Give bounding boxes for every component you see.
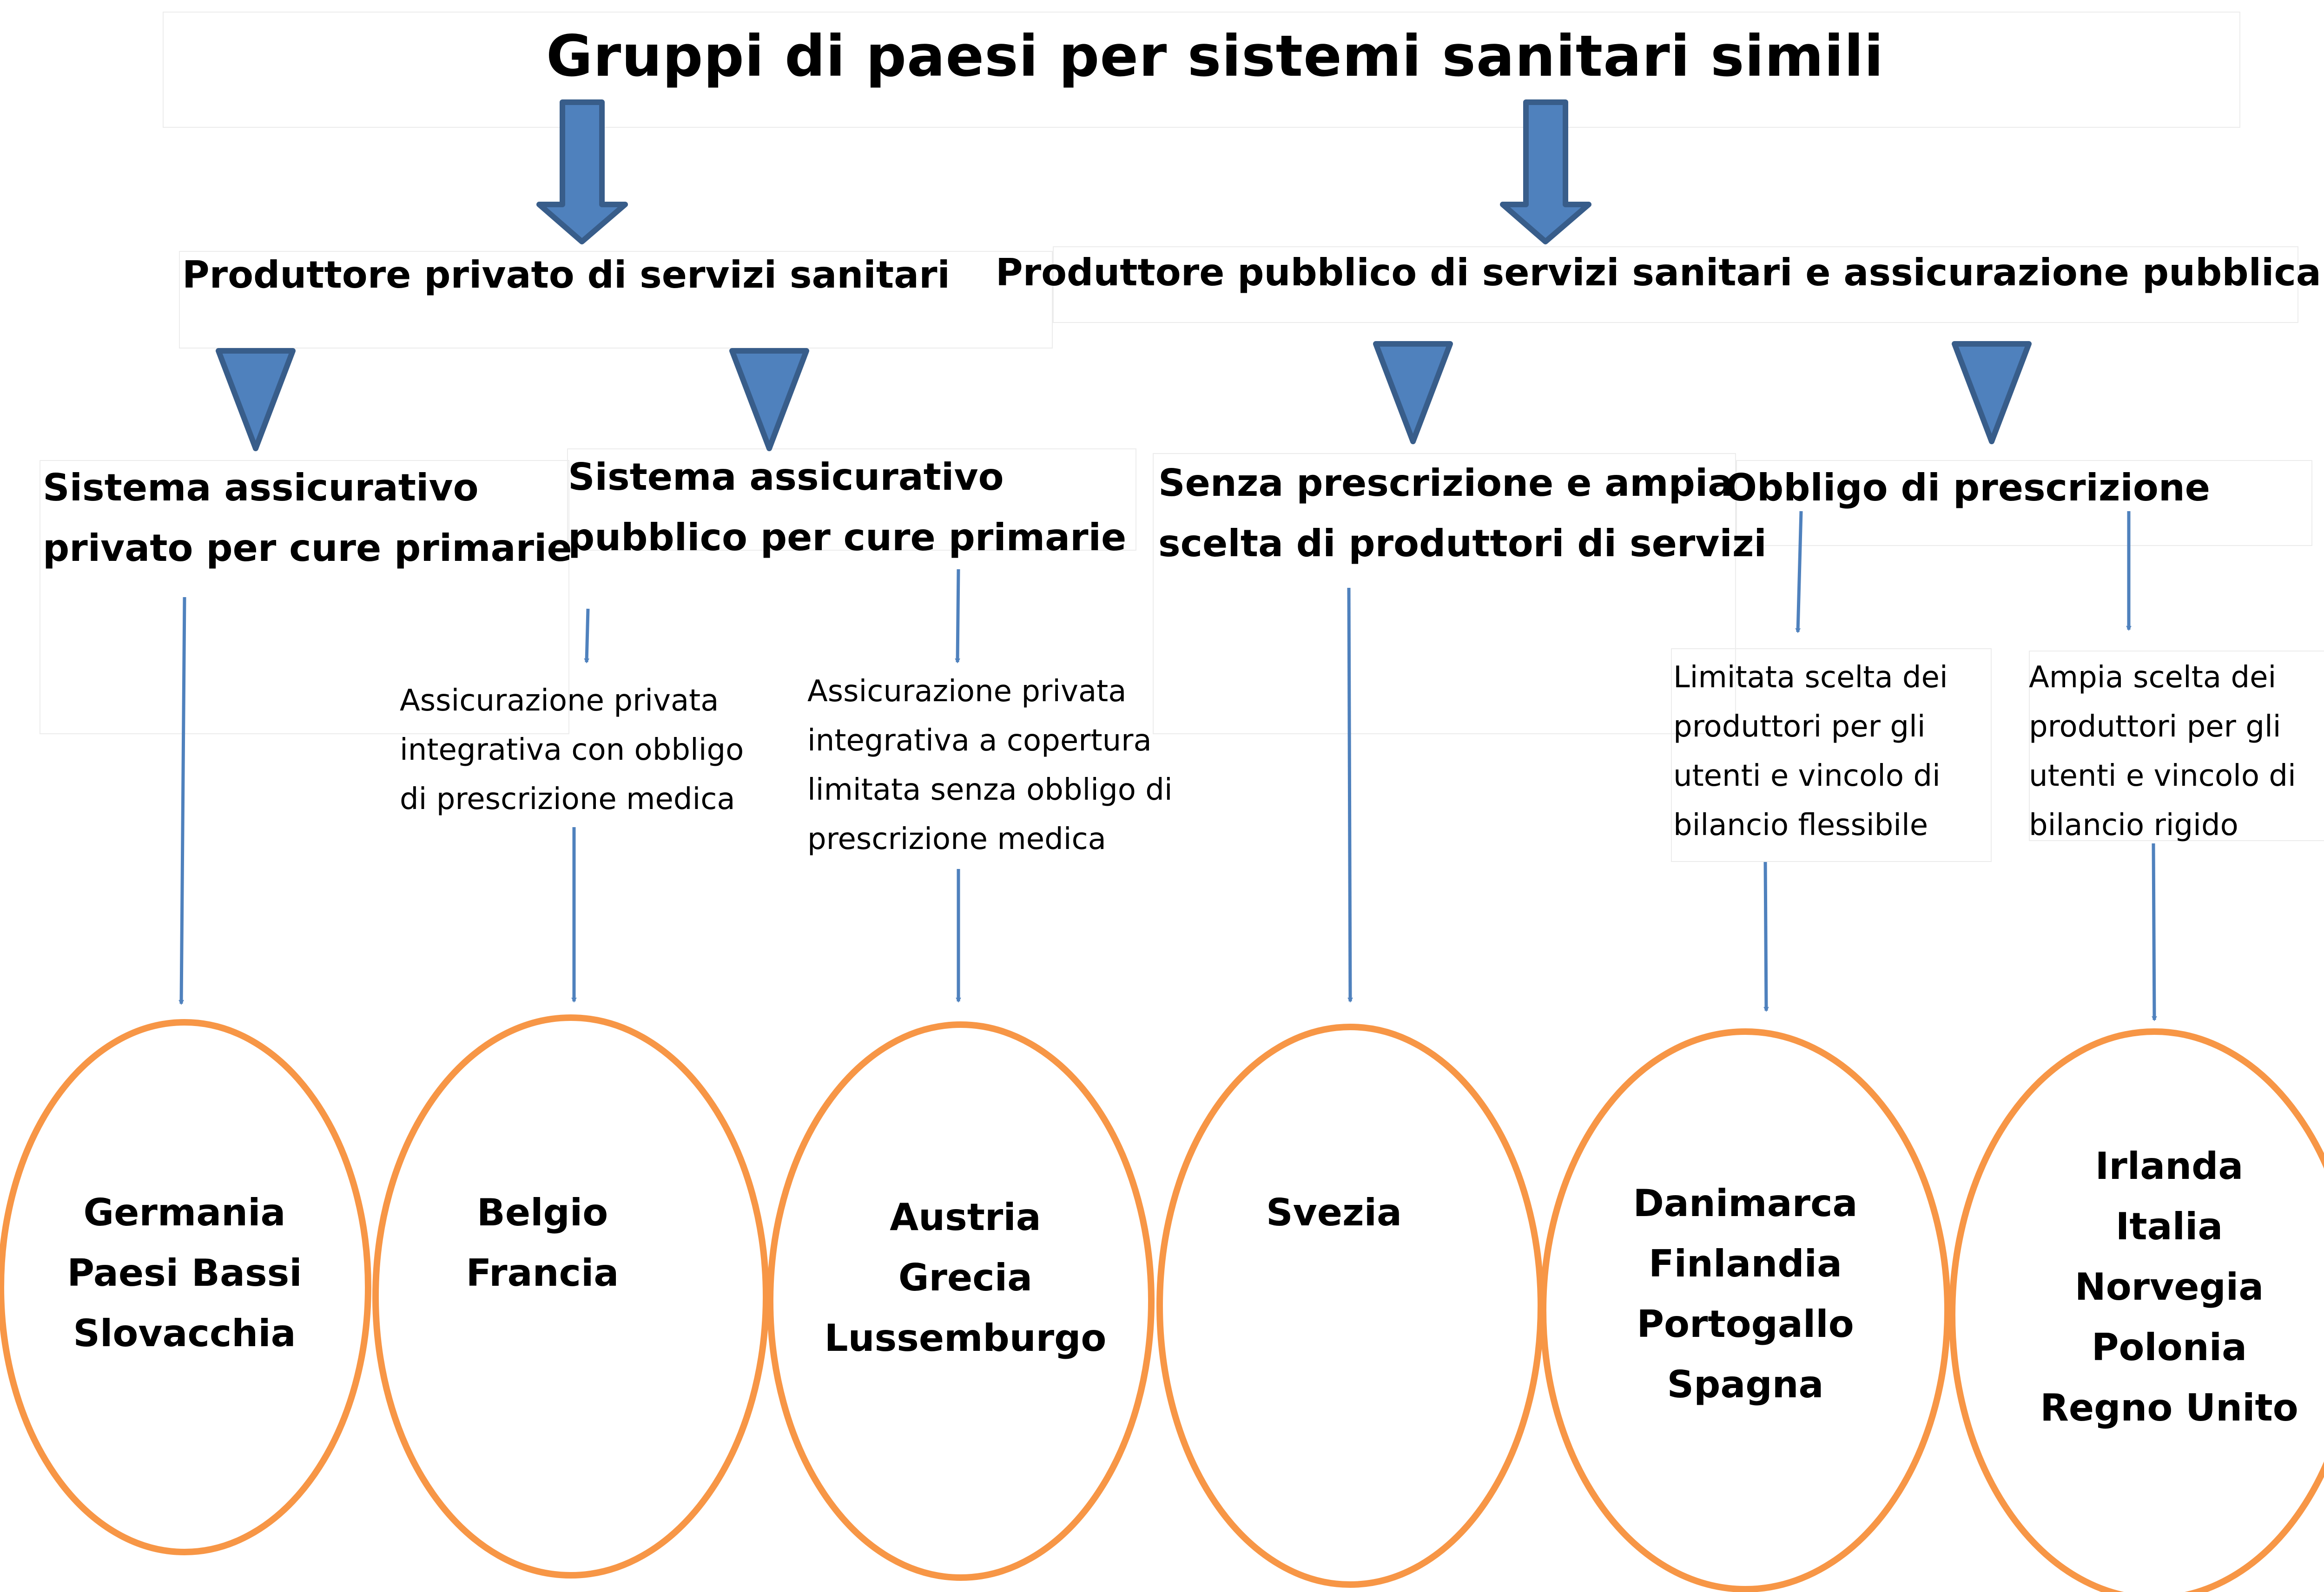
prescription-required-frame — [1736, 460, 2312, 546]
group-1-country: Germania — [83, 1191, 286, 1234]
group-2-country: Francia — [466, 1251, 619, 1295]
limited-line4: bilancio flessibile — [1673, 808, 1928, 842]
arrow-limited-to-group5 — [1763, 862, 1769, 1012]
wide-choice-text: Ampia scelta dei produttori per gli uten… — [2029, 653, 2296, 850]
limited-line1: Limitata scelta dei — [1673, 660, 1948, 695]
block-arrow-right — [1500, 99, 1591, 244]
public-producer-label: Produttore pubblico di servizi sanitari … — [996, 251, 2321, 294]
no-prescription-frame — [1153, 453, 1736, 734]
limited-line2: produttori per gli — [1673, 710, 1926, 744]
triangle-private-insurance — [216, 348, 296, 451]
supplementary-with-prescription-text: Assicurazione privata integrativa con ob… — [400, 676, 744, 824]
arrow-prescr-to-limited — [1795, 511, 1803, 633]
group-oval-5 — [1540, 1028, 1951, 1592]
group-oval-4 — [1156, 1024, 1544, 1588]
private-insurance-frame — [40, 460, 569, 734]
arrow-private-to-group1 — [178, 597, 186, 1005]
group-1-country: Slovacchia — [73, 1312, 296, 1355]
supp1-line3: di prescrizione medica — [400, 782, 735, 816]
group-3-country: Lussemburgo — [824, 1316, 1107, 1360]
group-oval-1 — [0, 1019, 371, 1555]
limited-choice-frame — [1671, 648, 1992, 862]
triangle-public-producer-left — [1373, 341, 1453, 444]
supp2-line4: prescrizione medica — [807, 822, 1106, 856]
group-5-country: Danimarca — [1633, 1182, 1858, 1225]
group-oval-2 — [372, 1014, 769, 1579]
public-insurance-frame — [567, 448, 1136, 551]
group-1-countries: Germania Paesi Bassi Slovacchia — [67, 1183, 302, 1364]
group-2-countries: Belgio Francia — [466, 1183, 619, 1303]
limited-choice-text: Limitata scelta dei produttori per gli u… — [1673, 653, 1948, 850]
supp2-line2: integrativa a copertura — [807, 724, 1152, 758]
public-insurance-label: Sistema assicurativo pubblico per cure p… — [568, 447, 1126, 568]
no-prescription-line1: Senza prescrizione e ampia — [1158, 461, 1733, 505]
arrow-wide-to-group6 — [2152, 843, 2157, 1021]
private-insurance-label: Sistema assicurativo privato per cure pr… — [43, 458, 572, 579]
private-insurance-line1: Sistema assicurativo — [43, 466, 479, 509]
no-prescription-label: Senza prescrizione e ampia scelta di pro… — [1158, 453, 1767, 574]
limited-line3: utenti e vincolo di — [1673, 759, 1941, 793]
group-6-country: Italia — [2115, 1205, 2223, 1248]
supp2-line3: limitata senza obbligo di — [807, 773, 1173, 807]
arrow-public-to-supp2 — [955, 569, 960, 664]
group-3-country: Austria — [890, 1196, 1041, 1239]
group-4-country: Svezia — [1266, 1191, 1402, 1234]
prescription-required-line1: Obbligo di prescrizione — [1725, 466, 2211, 509]
wide-line2: produttori per gli — [2029, 710, 2281, 744]
group-3-countries: Austria Grecia Lussemburgo — [825, 1187, 1107, 1368]
no-prescription-line2: scelta di produttori di servizi — [1158, 522, 1767, 565]
group-6-country: Polonia — [2091, 1326, 2247, 1369]
wide-line4: bilancio rigido — [2029, 808, 2238, 842]
wide-line3: utenti e vincolo di — [2029, 759, 2296, 793]
private-insurance-line2: privato per cure primarie — [43, 526, 572, 570]
supplementary-without-prescription-text: Assicurazione privata integrativa a cope… — [807, 667, 1173, 864]
public-insurance-line2: pubblico per cure primarie — [568, 516, 1127, 559]
public-producer-frame — [1053, 246, 2298, 323]
group-6-country: Irlanda — [2095, 1145, 2244, 1188]
block-arrow-left — [536, 99, 628, 244]
supp1-line2: integrativa con obbligo — [400, 733, 744, 767]
group-1-country: Paesi Bassi — [67, 1251, 302, 1295]
private-producer-label: Produttore privato di servizi sanitari — [182, 253, 950, 296]
private-producer-frame — [179, 251, 1053, 349]
arrow-public-to-supp1 — [584, 608, 590, 664]
group-6-country: Regno Unito — [2040, 1386, 2298, 1429]
group-4-countries: Svezia — [1266, 1183, 1402, 1243]
group-5-country: Portogallo — [1637, 1303, 1854, 1346]
title-frame — [163, 12, 2240, 128]
arrow-noprescr-to-group4 — [1347, 587, 1353, 1003]
group-5-countries: Danimarca Finlandia Portogallo Spagna — [1633, 1173, 1858, 1415]
wide-line1: Ampia scelta dei — [2029, 660, 2277, 695]
triangle-public-insurance — [729, 348, 809, 451]
group-2-country: Belgio — [476, 1191, 608, 1234]
page-title: Gruppi di paesi per sistemi sanitari sim… — [546, 23, 1884, 89]
group-oval-6 — [1949, 1028, 2324, 1592]
group-6-countries: Irlanda Italia Norvegia Polonia Regno Un… — [2040, 1136, 2298, 1438]
triangle-public-producer-right — [1952, 341, 2032, 444]
wide-choice-frame — [2029, 651, 2324, 841]
prescription-required-label: Obbligo di prescrizione — [1725, 458, 2210, 518]
group-6-country: Norvegia — [2074, 1265, 2264, 1309]
supp1-line1: Assicurazione privata — [400, 684, 719, 718]
supp2-line1: Assicurazione privata — [807, 674, 1127, 709]
public-insurance-line1: Sistema assicurativo — [568, 455, 1004, 499]
group-3-country: Grecia — [898, 1256, 1033, 1299]
group-5-country: Finlandia — [1648, 1242, 1842, 1285]
group-oval-3 — [767, 1021, 1155, 1581]
group-5-country: Spagna — [1667, 1363, 1824, 1406]
